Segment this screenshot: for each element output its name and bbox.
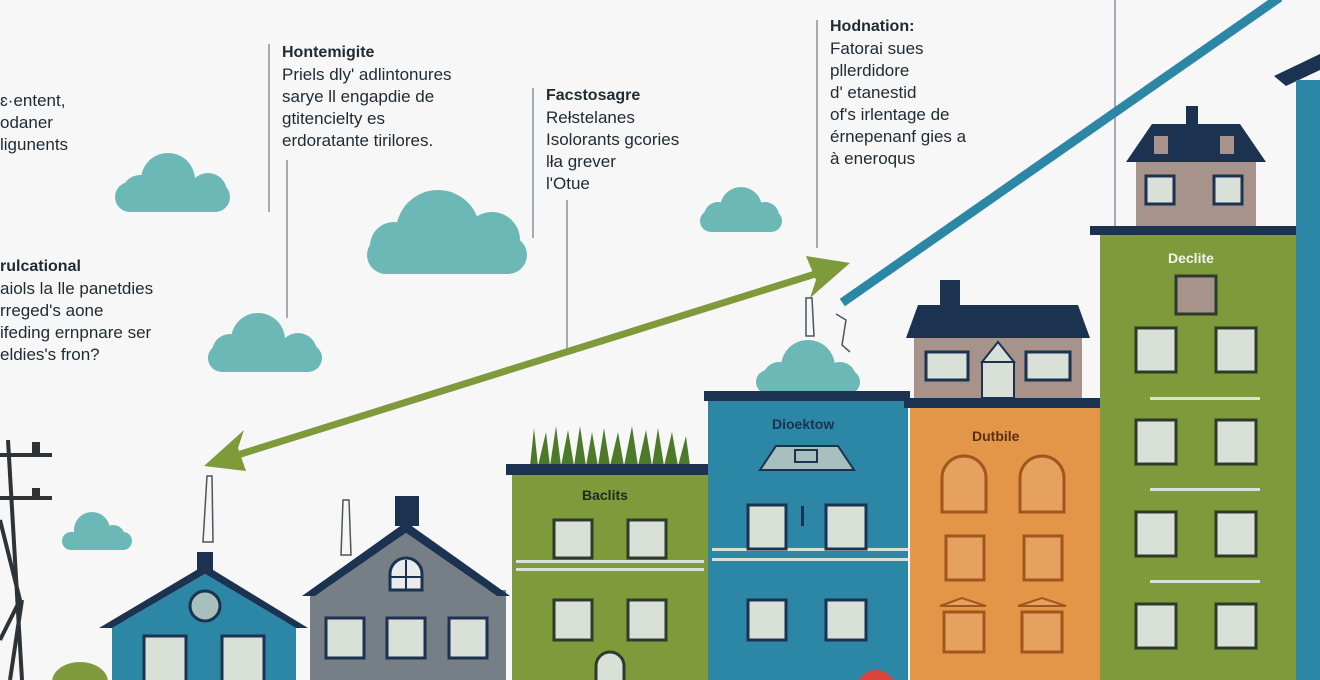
- annotation-line: eldies's fron?: [0, 345, 100, 364]
- building-label: Baclits: [582, 487, 628, 503]
- annotation-line: ifeding ernpnare ser: [0, 323, 152, 342]
- annotation-block: Facstosagre Rełstelanes Isolorants gcori…: [546, 85, 679, 195]
- annotation-line: érnepenanf gies a: [830, 127, 967, 146]
- annotation-block: Hontemigite Priels dly' adlintonures sar…: [282, 42, 452, 152]
- annotation-line: Priels dly' adlintonures: [282, 65, 452, 84]
- building-green-left: [506, 426, 710, 680]
- annotation-block: ɛ·entent, odaner ligunents: [0, 90, 68, 156]
- cloud: [208, 313, 322, 372]
- cloud: [62, 512, 132, 550]
- annotation-line: Rełstelanes: [546, 108, 635, 127]
- annotation-line: lła grever: [546, 152, 616, 171]
- power-pylon: [0, 439, 52, 680]
- annotation-line: erdoratante tirilores.: [282, 131, 434, 150]
- trend-line: [839, 0, 1283, 307]
- annotation-line: à eneroqus: [830, 149, 916, 168]
- annotation-line: of's irlentage de: [830, 105, 950, 124]
- annotation-line: ligunents: [0, 135, 69, 154]
- annotation-line: odaner: [0, 113, 53, 132]
- annotation-line: l'Otue: [546, 174, 590, 193]
- annotation-heading: rulcational: [0, 258, 81, 275]
- annotation-line: Isolorants gcories: [546, 130, 680, 149]
- bush: [52, 662, 108, 680]
- building-label: Dioektow: [772, 416, 835, 432]
- building-orange: [904, 280, 1104, 680]
- annotation-line: d' etanestid: [830, 83, 917, 102]
- annotation-line: ɛ·entent,: [0, 91, 66, 110]
- house-blue: [99, 552, 308, 680]
- cloud: [367, 190, 527, 274]
- cloud: [756, 340, 860, 394]
- annotation-line: gtitencielty es: [282, 109, 385, 128]
- annotation-heading: Facstosagre: [546, 87, 641, 104]
- annotation-block: rulcational aiols la lle panetdies rrege…: [0, 256, 153, 366]
- building-blue: [704, 391, 910, 680]
- annotation-block: Hodnation: Fatorai sues pllerdidore d' e…: [830, 16, 966, 170]
- annotation-line: sarye ll engapdie de: [282, 87, 435, 106]
- cloud: [700, 187, 782, 232]
- chimney-sketches: [202, 297, 851, 556]
- building-green-tall: [1090, 106, 1300, 680]
- clouds: [62, 153, 860, 550]
- double-arrow: [204, 256, 850, 471]
- house-grey: [302, 496, 510, 680]
- building-label: Declite: [1168, 250, 1214, 266]
- annotation-heading: Hodnation:: [830, 18, 915, 35]
- annotation-line: Fatorai sues: [830, 39, 924, 58]
- annotation-line: pllerdidore: [830, 61, 910, 80]
- building-label: Dutbile: [972, 428, 1020, 444]
- annotation-line: aiols la lle panetdies: [0, 279, 154, 298]
- building-blue-right: [1274, 54, 1320, 680]
- cloud: [115, 153, 230, 212]
- annotation-line: rreged's aone: [0, 301, 104, 320]
- annotation-heading: Hontemigite: [282, 44, 375, 61]
